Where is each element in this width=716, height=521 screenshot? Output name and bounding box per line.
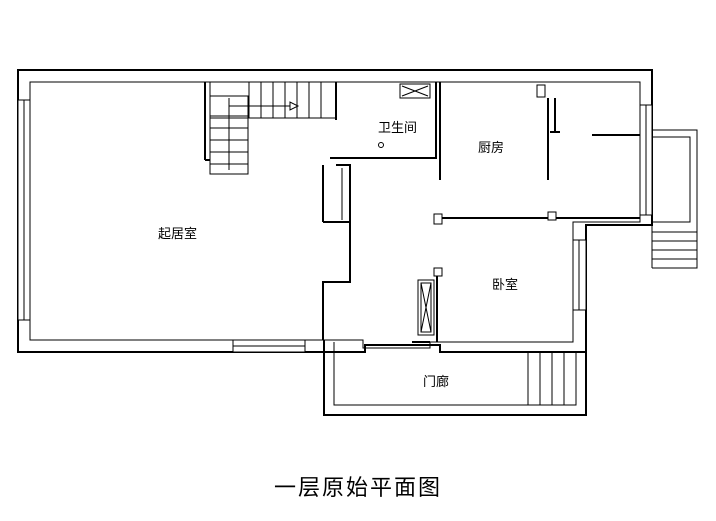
interior-staircase xyxy=(209,81,337,175)
window-left-wall xyxy=(17,99,31,321)
porch-steps xyxy=(527,351,577,406)
window-bedroom xyxy=(572,239,587,311)
wardrobe xyxy=(417,279,435,336)
room-label-bathroom: 卫生间 xyxy=(378,121,417,136)
window-bottom-wall xyxy=(232,339,306,353)
room-label-porch: 门廊 xyxy=(423,374,449,390)
exterior-walls xyxy=(17,69,653,416)
interior-walls xyxy=(204,82,640,343)
room-label-living-room: 起居室 xyxy=(158,226,197,242)
exterior-staircase xyxy=(651,129,698,269)
floor-plan: 起居室 卫生间 厨房 卧室 门廊 xyxy=(17,69,698,416)
room-label-bedroom: 卧室 xyxy=(492,277,518,293)
window-kitchen xyxy=(639,104,653,216)
kitchen-fixture xyxy=(536,84,546,98)
bathroom-fixture xyxy=(378,83,431,148)
plan-title: 一层原始平面图 xyxy=(273,476,442,501)
room-label-kitchen: 厨房 xyxy=(478,140,504,156)
